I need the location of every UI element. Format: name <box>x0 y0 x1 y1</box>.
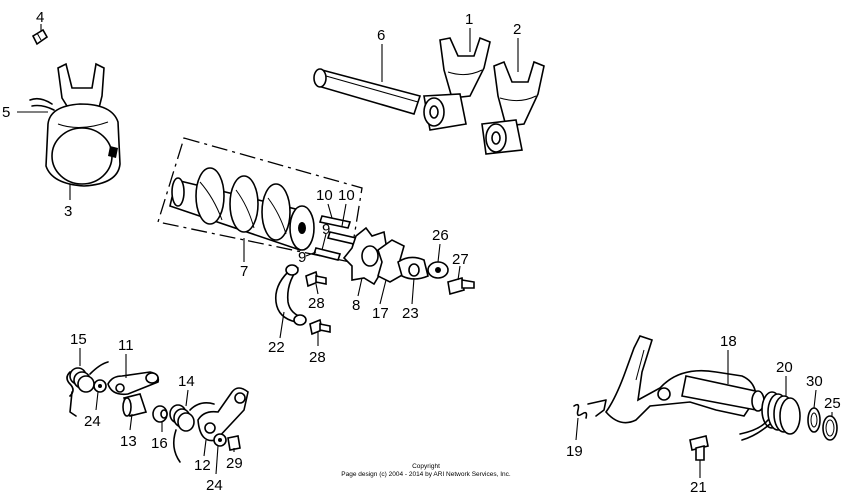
leader-12 <box>203 439 207 457</box>
callout-9a[interactable]: 9 <box>322 221 330 238</box>
part-12-arm[interactable] <box>197 387 249 442</box>
callout-28b[interactable]: 28 <box>309 349 326 366</box>
part-28-screw-upper[interactable] <box>305 270 327 288</box>
part-19-spring[interactable] <box>573 403 588 419</box>
callout-24b[interactable]: 24 <box>206 477 223 494</box>
leader-26 <box>437 243 441 263</box>
copyright-line-1: Copyright <box>412 463 440 470</box>
callout-23[interactable]: 23 <box>402 305 419 322</box>
leader-24a <box>95 391 99 411</box>
part-29-nut[interactable] <box>227 435 241 451</box>
callout-29[interactable]: 29 <box>226 455 243 472</box>
part-27-bolt[interactable] <box>447 276 475 296</box>
callout-10b[interactable]: 10 <box>338 187 355 204</box>
callout-20[interactable]: 20 <box>776 359 793 376</box>
part-21-bolt[interactable] <box>689 435 709 461</box>
callout-2[interactable]: 2 <box>513 21 521 38</box>
leader-22 <box>279 311 285 339</box>
callout-14[interactable]: 14 <box>178 373 195 390</box>
part-18-gearshift-spindle[interactable] <box>587 335 765 424</box>
callout-12[interactable]: 12 <box>194 457 211 474</box>
part-13-collar[interactable] <box>122 393 148 417</box>
drum-assembly-box <box>157 137 363 263</box>
callout-9b[interactable]: 9 <box>298 249 306 266</box>
callout-27[interactable]: 27 <box>452 251 469 268</box>
callout-10a[interactable]: 10 <box>316 187 333 204</box>
callout-7[interactable]: 7 <box>240 263 248 280</box>
part-23-stopper-plate[interactable] <box>397 256 429 280</box>
callout-28a[interactable]: 28 <box>308 295 325 312</box>
callout-22[interactable]: 22 <box>268 339 285 356</box>
callout-13[interactable]: 13 <box>120 433 137 450</box>
callout-3[interactable]: 3 <box>64 203 72 220</box>
part-2-shift-fork[interactable] <box>481 60 545 155</box>
callout-24a[interactable]: 24 <box>84 413 101 430</box>
callout-25[interactable]: 25 <box>824 395 841 412</box>
callout-15[interactable]: 15 <box>70 331 87 348</box>
callout-21[interactable]: 21 <box>690 479 707 496</box>
part-30-washer[interactable] <box>807 407 821 433</box>
part-4-pin[interactable] <box>31 28 49 46</box>
leader-9b <box>305 251 317 257</box>
part-20-return-spring[interactable] <box>739 391 801 441</box>
part-6-fork-shaft[interactable] <box>313 68 422 115</box>
callout-18[interactable]: 18 <box>720 333 737 350</box>
part-3-shift-fork[interactable] <box>29 62 121 187</box>
callout-16[interactable]: 16 <box>151 435 168 452</box>
part-28-screw-lower[interactable] <box>309 318 331 336</box>
callout-19[interactable]: 19 <box>566 443 583 460</box>
part-26-washer[interactable] <box>427 261 449 279</box>
part-15-spring[interactable] <box>66 361 109 417</box>
copyright-line-2: Page design (c) 2004 - 2014 by ARI Netwo… <box>341 471 511 478</box>
part-16-roller[interactable] <box>152 405 168 423</box>
leader-27 <box>457 265 461 281</box>
leader-9a <box>321 233 327 251</box>
callout-6[interactable]: 6 <box>377 27 385 44</box>
part-22-bracket[interactable] <box>274 264 307 326</box>
leader-10a <box>327 203 333 219</box>
leader-28a <box>315 283 319 295</box>
callout-11[interactable]: 11 <box>118 337 134 354</box>
part-7-shift-drum[interactable] <box>169 167 315 252</box>
part-14-spring[interactable] <box>169 402 215 463</box>
leader-10b <box>341 203 347 227</box>
callout-5[interactable]: 5 <box>2 104 10 121</box>
callout-8[interactable]: 8 <box>352 297 360 314</box>
part-24-washer-upper[interactable] <box>93 379 107 393</box>
leader-17 <box>379 279 387 305</box>
leader-14 <box>185 389 189 407</box>
callout-26[interactable]: 26 <box>432 227 449 244</box>
part-25-circlip[interactable] <box>822 415 838 441</box>
leader-8 <box>357 277 363 297</box>
callout-17[interactable]: 17 <box>372 305 389 322</box>
part-9-pins[interactable] <box>312 247 342 261</box>
callout-30[interactable]: 30 <box>806 373 823 390</box>
callout-4[interactable]: 4 <box>36 9 44 26</box>
leader-24b <box>215 445 219 475</box>
leader-30 <box>813 389 817 409</box>
leader-19 <box>575 417 579 441</box>
part-11-arm[interactable] <box>107 371 160 396</box>
part-1-shift-fork[interactable] <box>423 36 491 131</box>
leader-23 <box>411 277 415 305</box>
leader-13 <box>129 413 133 431</box>
part-24-washer-lower[interactable] <box>213 433 227 447</box>
callout-1[interactable]: 1 <box>465 11 473 28</box>
